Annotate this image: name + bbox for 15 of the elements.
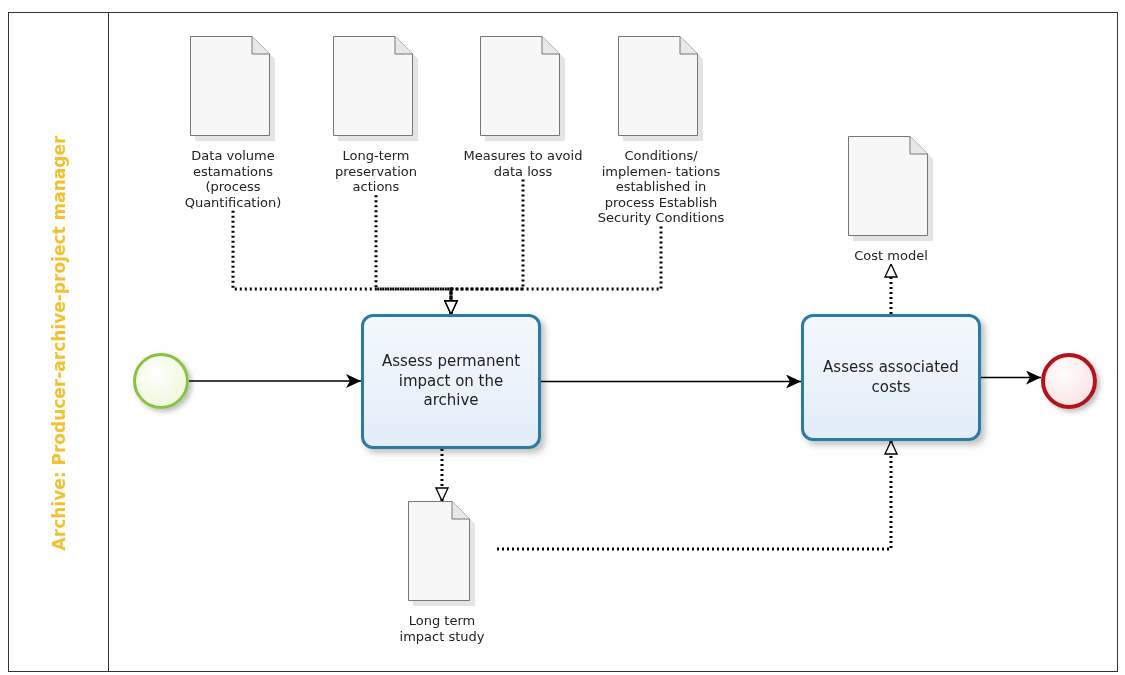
association-arrow [435, 449, 449, 502]
task-box: Assess associated costs [801, 314, 981, 441]
start-event-circle [133, 353, 189, 409]
end-event-circle [1041, 353, 1097, 409]
association-arrow [884, 263, 898, 314]
sequence-flow-arrow [540, 374, 802, 389]
swimlane [8, 12, 1118, 672]
association-arrow [497, 440, 898, 551]
task-box: Assess permanent impact on the archive [361, 314, 541, 449]
association-arrow [444, 226, 663, 315]
lane-label: Archive: Producer-archive-project manager [48, 135, 69, 551]
document-label: Cost model [854, 248, 928, 264]
sequence-flow-arrow [188, 374, 362, 388]
sequence-flow-arrow [980, 370, 1042, 385]
document-label: Conditions/ implemen- tations established in process Establish Security Conditions [596, 148, 726, 226]
